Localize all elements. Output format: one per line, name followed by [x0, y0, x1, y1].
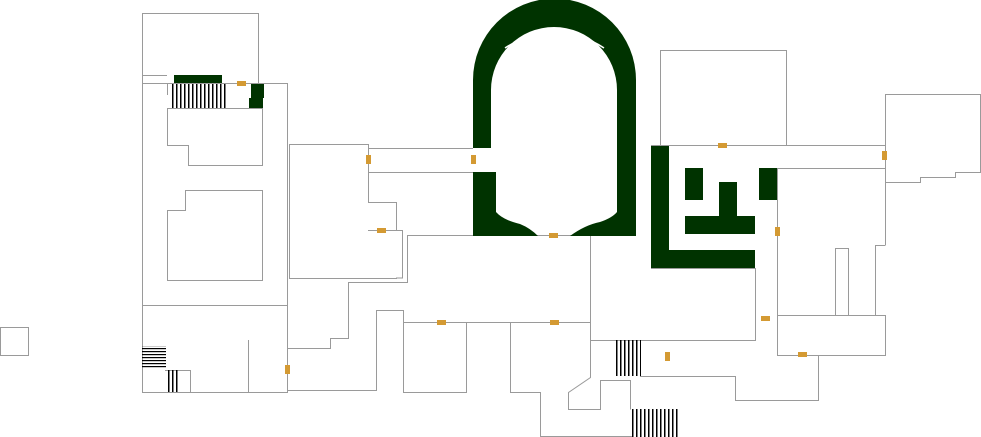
room-center-west	[289, 144, 403, 279]
door[interactable]	[437, 320, 446, 325]
stairs-south-center[interactable]	[615, 340, 641, 376]
door[interactable]	[549, 233, 558, 238]
maze-block	[719, 182, 737, 218]
east-pillar	[835, 248, 849, 315]
door[interactable]	[550, 320, 559, 325]
arched-hall-wall	[473, 172, 538, 236]
solid-blocks	[174, 0, 777, 268]
door[interactable]	[718, 143, 727, 148]
room-west-upper	[167, 108, 263, 166]
stairs-south-west[interactable]	[142, 346, 166, 368]
maze-block	[685, 168, 703, 200]
east-corridor-south	[777, 168, 886, 356]
maze-block	[685, 216, 755, 234]
door[interactable]	[471, 155, 476, 164]
maze-block	[759, 168, 777, 200]
maze-block	[651, 250, 755, 268]
room-south-stair	[568, 340, 631, 410]
isolated-room	[0, 327, 29, 356]
room-north-west	[142, 13, 259, 83]
door[interactable]	[798, 352, 807, 357]
door[interactable]	[761, 316, 770, 321]
door[interactable]	[366, 155, 371, 164]
doors	[237, 81, 887, 374]
room-south-center	[510, 322, 633, 437]
door[interactable]	[882, 151, 887, 160]
stairs	[142, 84, 678, 437]
door[interactable]	[377, 228, 386, 233]
south-corridor	[287, 310, 467, 393]
stairs-south-west-2[interactable]	[166, 370, 180, 392]
east-inner-wall	[875, 245, 886, 316]
west-wing-outline	[142, 75, 288, 393]
arched-hall-wall	[473, 0, 636, 236]
wall-block	[249, 98, 263, 108]
maze-block	[651, 146, 669, 268]
wall-block	[174, 75, 222, 83]
room-south-east-lower	[640, 355, 819, 401]
door[interactable]	[285, 365, 290, 374]
door[interactable]	[237, 81, 246, 86]
walls	[0, 13, 981, 437]
wall-block	[251, 84, 264, 98]
room-north-east	[660, 50, 787, 145]
door[interactable]	[665, 352, 670, 361]
arch-inner-line	[504, 32, 605, 49]
stairs-north-west[interactable]	[172, 84, 228, 108]
room-far-east	[885, 94, 981, 245]
door[interactable]	[775, 227, 780, 236]
room-west-middle	[167, 190, 263, 281]
stairs-south-east[interactable]	[632, 409, 678, 437]
hall-central-outline	[287, 235, 756, 349]
